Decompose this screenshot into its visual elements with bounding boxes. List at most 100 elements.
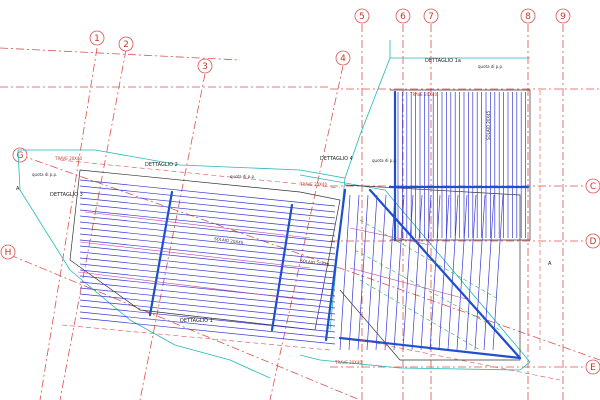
grid-bubble-H: H bbox=[0, 244, 16, 260]
joist bbox=[79, 275, 336, 303]
labels: DETTAGLIO 2 DETTAGLIO 3 DETTAGLIO 4 DETT… bbox=[16, 58, 552, 365]
grid-bubble-circle bbox=[354, 8, 370, 24]
grid-bubble-circle bbox=[585, 178, 600, 194]
joist bbox=[79, 317, 336, 345]
joists-right-bottom bbox=[339, 194, 504, 351]
joist bbox=[339, 194, 351, 351]
joists-left bbox=[79, 179, 336, 345]
joist bbox=[79, 251, 336, 279]
rebar-marks bbox=[354, 219, 501, 351]
grid-bubbles: 1 2 3 4 5 6 7 8 9G H C D E bbox=[0, 8, 600, 375]
joist bbox=[447, 194, 459, 351]
joist bbox=[79, 203, 336, 231]
grid-bubble-1: 1 bbox=[89, 30, 105, 46]
joist bbox=[483, 194, 495, 351]
grid-label: D bbox=[590, 237, 597, 247]
grid-label: H bbox=[5, 248, 12, 258]
joist bbox=[79, 239, 336, 267]
joist bbox=[384, 194, 396, 351]
detail-2-label: DETTAGLIO 2 bbox=[145, 162, 178, 168]
slab-note-2: SOLAIO 20X45 bbox=[300, 258, 330, 267]
detail-3-label: DETTAGLIO 3 bbox=[50, 192, 83, 198]
grid-bubble-circle bbox=[423, 8, 439, 24]
slab-note-3: SOLAIO 20X45 bbox=[486, 110, 491, 140]
grid-label: G bbox=[17, 151, 24, 161]
grid-label: 7 bbox=[428, 12, 434, 22]
beam-note: TRAVE 20X40 bbox=[54, 156, 82, 161]
grid-label: 2 bbox=[123, 40, 129, 50]
joist bbox=[366, 194, 378, 351]
section-a-left: A bbox=[16, 186, 20, 192]
grid-bubble-E: E bbox=[585, 359, 600, 375]
joist bbox=[79, 227, 336, 255]
joist bbox=[79, 197, 336, 225]
grid-lines bbox=[0, 24, 600, 400]
grid-label: E bbox=[590, 363, 596, 373]
elevation-note-left: quota di p.p. bbox=[32, 172, 57, 177]
grid-bubble-8: 8 bbox=[520, 8, 536, 24]
joist bbox=[79, 257, 336, 285]
joist bbox=[79, 293, 336, 321]
joist bbox=[79, 215, 336, 243]
joist bbox=[79, 191, 336, 219]
grid-bubble-D: D bbox=[585, 233, 600, 249]
grid-bubble-circle bbox=[395, 8, 411, 24]
grid-bubble-circle bbox=[520, 8, 536, 24]
joist bbox=[79, 179, 336, 207]
grid-bubble-circle bbox=[89, 30, 105, 46]
grid-bubble-circle bbox=[585, 359, 600, 375]
joist bbox=[79, 233, 336, 261]
joist bbox=[411, 194, 423, 351]
grid-bubble-circle bbox=[555, 8, 571, 24]
grid-label: 9 bbox=[560, 12, 566, 22]
grid-label: 1 bbox=[94, 34, 100, 44]
grid-label: 3 bbox=[202, 62, 208, 72]
slab-outline bbox=[17, 40, 531, 379]
grid-label: 4 bbox=[340, 54, 346, 64]
joist bbox=[79, 287, 336, 315]
joist bbox=[429, 194, 441, 351]
joist bbox=[79, 263, 336, 291]
grid-label: 5 bbox=[359, 12, 365, 22]
grid-label: 6 bbox=[400, 12, 406, 22]
joist bbox=[375, 194, 387, 351]
grid-bubble-C: C bbox=[585, 178, 600, 194]
joist bbox=[348, 194, 360, 351]
slab-edges bbox=[69, 89, 531, 361]
grid-bubble-circle bbox=[197, 58, 213, 74]
grid-bubble-circle bbox=[12, 147, 28, 163]
grid-bubble-circle bbox=[585, 233, 600, 249]
joist bbox=[357, 194, 369, 351]
grid-bubble-circle bbox=[118, 36, 134, 52]
elevation-note-low: quota di p.p. bbox=[372, 158, 397, 163]
grid-bubble-4: 4 bbox=[335, 50, 351, 66]
joist bbox=[79, 305, 336, 333]
joist bbox=[474, 194, 486, 351]
offset-lines bbox=[59, 90, 561, 381]
elevation-note-top: quota di p.p. bbox=[478, 64, 503, 69]
slab-note-1: SOLAIO 20X45 bbox=[214, 236, 244, 245]
grid-bubble-circle bbox=[0, 244, 16, 260]
grid-bubble-6: 6 bbox=[395, 8, 411, 24]
detail-1a-label: DETTAGLIO 1a bbox=[425, 58, 461, 64]
grid-bubble-7: 7 bbox=[423, 8, 439, 24]
joists-right-top bbox=[397, 92, 526, 238]
grid-bubble-3: 3 bbox=[197, 58, 213, 74]
secondary-beams bbox=[77, 211, 471, 301]
grid-bubble-2: 2 bbox=[118, 36, 134, 52]
joist bbox=[79, 269, 336, 297]
beam-note-c: TRAVE 20X40 bbox=[409, 92, 437, 97]
beam-note-d: TRAVE 20X40 bbox=[334, 360, 362, 365]
section-a-right: A bbox=[548, 261, 552, 267]
beam-note-b: TRAVE 20X40 bbox=[299, 182, 327, 187]
grid-label: 8 bbox=[525, 12, 531, 22]
joist bbox=[465, 194, 477, 351]
joist bbox=[420, 194, 432, 351]
joist bbox=[79, 245, 336, 273]
beams bbox=[148, 90, 530, 360]
elevation-note-mid: quota di p.p. bbox=[230, 174, 255, 179]
grid-label: C bbox=[590, 182, 596, 192]
detail-1-label: DETTAGLIO 1 bbox=[180, 318, 213, 324]
grid-bubble-circle bbox=[335, 50, 351, 66]
